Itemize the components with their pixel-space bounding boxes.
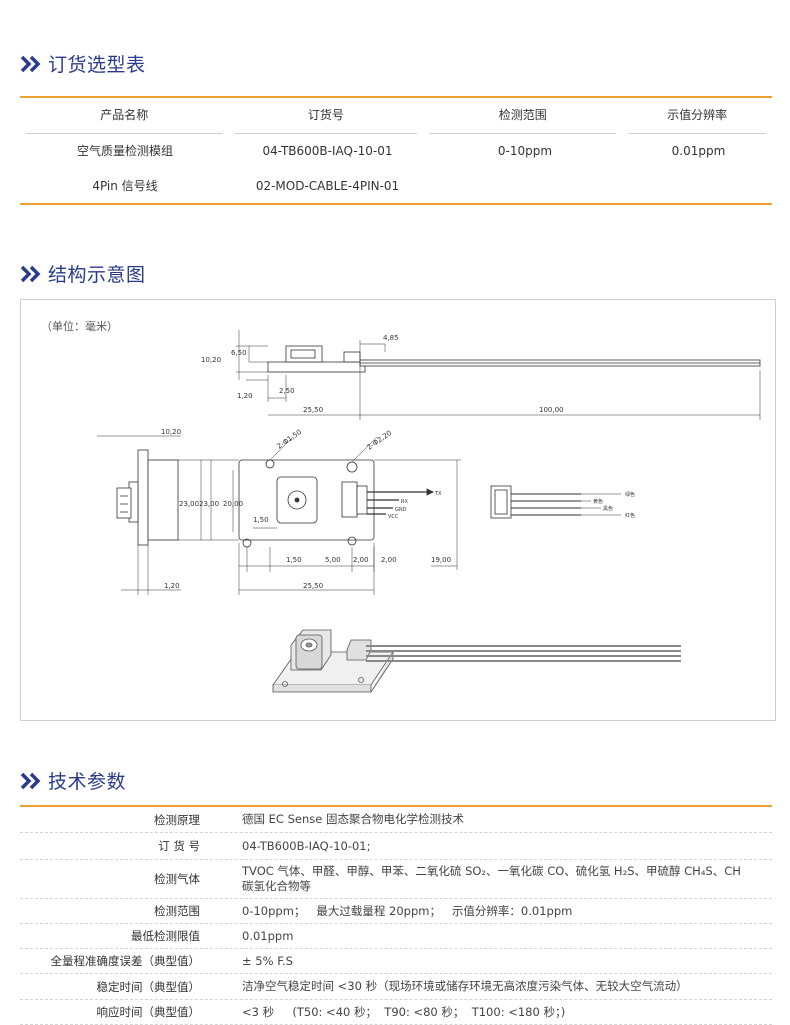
header-order-number: 订货号 bbox=[234, 98, 418, 134]
section-title-text: 结构示意图 bbox=[48, 264, 146, 286]
spec-label: 响应时间（典型值） bbox=[96, 1005, 201, 1019]
dim-hole-220: 2-Φ2,20 bbox=[366, 429, 394, 452]
table-row: 响应时间（典型值） <3 秒 (T50: <40 秒； T90: <80 秒； … bbox=[20, 1000, 772, 1025]
cell-detection-range: 0-10ppm bbox=[497, 143, 553, 158]
front-view bbox=[206, 436, 461, 595]
double-chevron-icon bbox=[20, 772, 41, 789]
header-resolution: 示值分辨率 bbox=[628, 98, 766, 134]
spec-label: 检测气体 bbox=[154, 872, 200, 886]
spec-value: <3 秒 (T50: <40 秒； T90: <80 秒； T100: <180… bbox=[242, 1004, 566, 1019]
dim-10000: 100,00 bbox=[539, 406, 564, 414]
table-row: 稳定时间（典型值） 洁净空气稳定时间 <30 秒（现场环境或储存环境无高浓度污染… bbox=[20, 974, 772, 1000]
section-title-ordering: 订货选型表 bbox=[20, 50, 146, 77]
table-row: 检测原理 德国 EC Sense 固态聚合物电化学检测技术 bbox=[20, 807, 772, 833]
table-row: 检测气体 TVOC 气体、甲醛、甲醇、甲苯、二氧化硫 SO₂、一氧化碳 CO、硫… bbox=[20, 860, 772, 899]
spec-label: 订 货 号 bbox=[158, 839, 200, 853]
dim-2300: 23,00 bbox=[199, 500, 219, 508]
dim-650: 6,50 bbox=[231, 349, 247, 357]
spec-value-line: 碳氢化合物等 bbox=[242, 879, 311, 893]
wire-color-3: 黑色 bbox=[603, 505, 613, 512]
cell-order-number: 02-MOD-CABLE-4PIN-01 bbox=[255, 178, 400, 193]
table-row: 全量程准确度误差（典型值） ± 5% F.S bbox=[20, 949, 772, 974]
drawing-canvas: 6,50 10,20 1,20 2,50 4,85 25,50 100,00 bbox=[97, 330, 761, 693]
section-title-structure: 结构示意图 bbox=[20, 260, 146, 287]
spec-value: 德国 EC Sense 固态聚合物电化学检测技术 bbox=[242, 812, 464, 826]
side-view-left bbox=[97, 435, 206, 595]
dim-hole-150: 2-Φ1,50 bbox=[276, 428, 304, 451]
pin-tx-label: TX bbox=[434, 491, 442, 497]
cell-resolution: 0.01ppm bbox=[671, 143, 726, 158]
spec-value: 04-TB600B-IAQ-10-01; bbox=[242, 838, 371, 853]
pin-vcc-label: VCC bbox=[388, 514, 399, 520]
order-table-header: 产品名称 订货号 检测范围 示值分辨率 bbox=[20, 98, 772, 134]
dim-2000: 20,00 bbox=[223, 500, 243, 508]
table-row: 空气质量检测模组 04-TB600B-IAQ-10-01 0-10ppm 0.0… bbox=[20, 133, 772, 168]
dim-200: 2,00 bbox=[353, 556, 369, 564]
header-detection-range: 检测范围 bbox=[429, 98, 617, 134]
section-title-text: 技术参数 bbox=[48, 771, 127, 793]
side-view-top bbox=[236, 330, 761, 420]
dim-120: 1,20 bbox=[164, 582, 180, 590]
product-illustration bbox=[272, 629, 681, 693]
dimension-labels-left: 10,20 23,00 1,20 bbox=[161, 428, 199, 590]
dim-150: 1,50 bbox=[286, 556, 302, 564]
structure-diagram: （单位：毫米） 6,50 10,20 bbox=[20, 299, 776, 721]
table-row: 订 货 号 04-TB600B-IAQ-10-01; bbox=[20, 833, 772, 860]
dim-1900: 19,00 bbox=[431, 556, 451, 564]
unit-note: （单位：毫米） bbox=[41, 320, 118, 333]
table-row: 最低检测限值 0.01ppm bbox=[20, 924, 772, 949]
spec-value: ± 5% F.S bbox=[242, 953, 293, 968]
pin-rx-label: RX bbox=[401, 499, 408, 505]
dim-2300: 23,00 bbox=[179, 500, 199, 508]
dim-250: 2,50 bbox=[279, 387, 295, 395]
dim-1020: 10,20 bbox=[161, 428, 181, 436]
wire-color-labels: 绿色 黄色 黑色 红色 bbox=[593, 491, 635, 519]
spec-label: 全量程准确度误差（典型值） bbox=[50, 954, 201, 968]
wire-color-4: 红色 bbox=[625, 512, 635, 519]
spec-value-line: TVOC 气体、甲醛、甲醇、甲苯、二氧化硫 SO₂、一氧化碳 CO、硫化氢 H₂… bbox=[242, 864, 741, 878]
dim-200: 2,00 bbox=[381, 556, 397, 564]
connector-cable bbox=[490, 485, 621, 519]
double-chevron-icon bbox=[20, 265, 41, 282]
spec-label: 检测范围 bbox=[154, 904, 200, 918]
dimension-labels-top: 6,50 10,20 1,20 2,50 4,85 25,50 100,00 bbox=[201, 334, 564, 414]
spec-label: 稳定时间（典型值） bbox=[96, 979, 201, 994]
order-table: 产品名称 订货号 检测范围 示值分辨率 空气质量检测模组 04-TB600B-I… bbox=[20, 96, 772, 205]
dim-150: 1,50 bbox=[253, 516, 269, 524]
cell-product-name: 空气质量检测模组 bbox=[76, 144, 173, 158]
pin-gnd-label: GND bbox=[395, 507, 407, 513]
spec-value: TVOC 气体、甲醛、甲醇、甲苯、二氧化硫 SO₂、一氧化碳 CO、硫化氢 H₂… bbox=[220, 864, 772, 894]
cell-product-name: 4Pin 信号线 bbox=[92, 179, 158, 193]
dim-2550: 25,50 bbox=[303, 406, 323, 414]
dim-500: 5,00 bbox=[325, 556, 341, 564]
section-title-text: 订货选型表 bbox=[48, 54, 146, 76]
table-row: 4Pin 信号线 02-MOD-CABLE-4PIN-01 bbox=[20, 168, 772, 205]
spec-table: 检测原理 德国 EC Sense 固态聚合物电化学检测技术 订 货 号 04-T… bbox=[20, 805, 772, 1025]
double-chevron-icon bbox=[20, 55, 41, 72]
wire-color-1: 绿色 bbox=[625, 491, 635, 498]
dim-1020: 10,20 bbox=[201, 356, 221, 364]
dim-120: 1,20 bbox=[237, 392, 253, 400]
spec-value: 0-10ppm； 最大过载量程 20ppm； 示值分辨率：0.01ppm bbox=[242, 903, 573, 918]
spec-value: 0.01ppm bbox=[242, 928, 294, 943]
table-row: 检测范围 0-10ppm； 最大过载量程 20ppm； 示值分辨率：0.01pp… bbox=[20, 899, 772, 924]
dim-2550: 25,50 bbox=[303, 582, 323, 590]
spec-label: 最低检测限值 bbox=[131, 929, 200, 943]
header-product-name: 产品名称 bbox=[26, 98, 223, 134]
cell-order-number: 04-TB600B-IAQ-10-01 bbox=[262, 143, 393, 158]
section-title-specs: 技术参数 bbox=[20, 767, 126, 794]
wire-color-2: 黄色 bbox=[593, 498, 603, 505]
dim-485: 4,85 bbox=[383, 334, 399, 342]
spec-label: 检测原理 bbox=[154, 812, 200, 827]
spec-value: 洁净空气稳定时间 <30 秒（现场环境或储存环境无高浓度污染气体、无较大空气流动… bbox=[242, 979, 688, 993]
